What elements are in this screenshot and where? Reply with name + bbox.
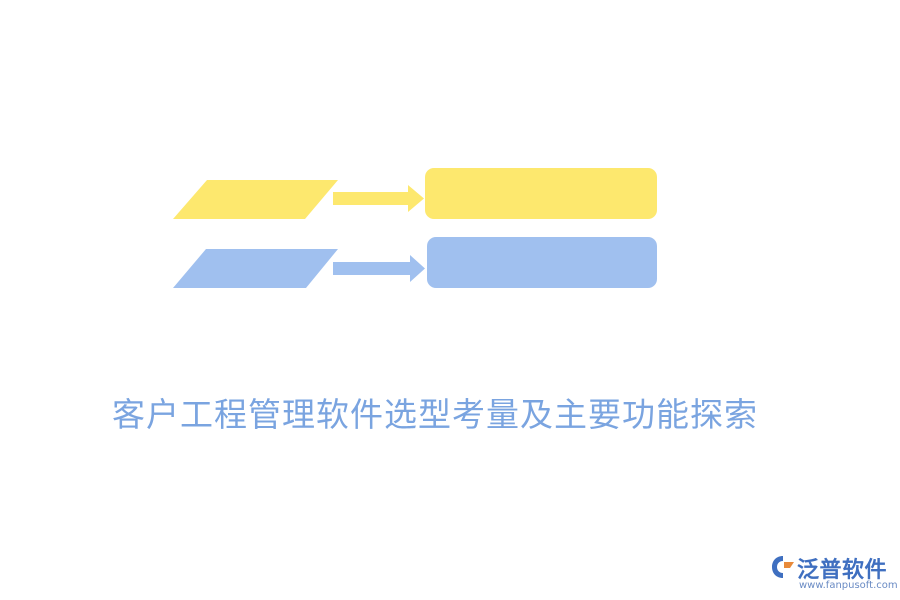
page-title: 客户工程管理软件选型考量及主要功能探索	[112, 395, 758, 434]
logo-mark-accent	[784, 562, 794, 568]
logo-mark-blue	[772, 556, 783, 578]
row1-box	[425, 168, 657, 219]
logo-name: 泛普软件	[797, 558, 888, 583]
row2-box	[427, 237, 657, 288]
logo-mark-icon	[772, 556, 794, 578]
row2-parallelogram	[173, 249, 338, 288]
row2-arrow	[333, 255, 425, 282]
row1-arrow	[333, 185, 424, 212]
brand-logo: 泛普软件 www.fanpusoft.com	[770, 552, 898, 594]
row1-parallelogram	[173, 180, 338, 219]
logo-url: www.fanpusoft.com	[799, 580, 898, 591]
